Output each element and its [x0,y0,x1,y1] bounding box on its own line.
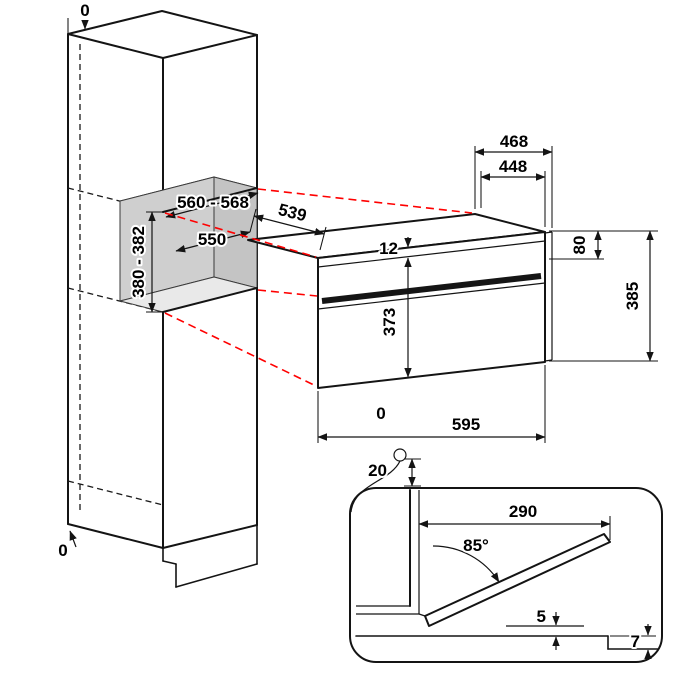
depth-body-label: 448 [499,157,527,176]
detail-frame [349,487,663,663]
appliance-body [247,213,553,389]
niche-height-label: 380 - 382 [129,226,148,298]
projection-lines [164,188,473,387]
plinth-recess-label: 7 [631,632,640,651]
front-clearance-marks: 0 20 [350,402,421,513]
overall-height-label: 385 [623,282,642,310]
detail-reference-circle [393,448,407,462]
niche-dimensions: 560 - 568 550 380 - 382 [127,191,259,313]
door-handle [321,273,542,304]
bottom-clearance-label: 0 [58,541,67,560]
door-reach-label: 290 [509,502,537,521]
side-depth-label: 539 [276,200,308,225]
appliance-front-face [317,231,546,389]
depth-total-label: 468 [500,132,528,151]
door-angle-label: 85° [463,536,489,555]
bottom-clearance-20-label: 20 [368,461,387,480]
width-label: 595 [452,415,480,434]
niche-inner-width-label: 550 [198,230,226,249]
door-angle-arc [432,545,500,583]
top-gap-label: 12 [379,239,398,258]
door-gap-label: 5 [537,607,546,626]
rear-height-label: 80 [570,236,589,255]
top-clearance-label: 0 [80,1,89,20]
door-height-label: 373 [380,308,399,336]
front-zero-label: 0 [376,404,385,423]
door-detail-inset: 85° 290 5 7 [349,487,663,663]
cabinet-clearance-marks: 0 0 [56,0,91,562]
appliance-dimensions: 468 448 539 12 373 80 385 595 [249,130,658,443]
open-door [424,533,611,627]
niche-width-label: 560 - 568 [177,193,249,212]
